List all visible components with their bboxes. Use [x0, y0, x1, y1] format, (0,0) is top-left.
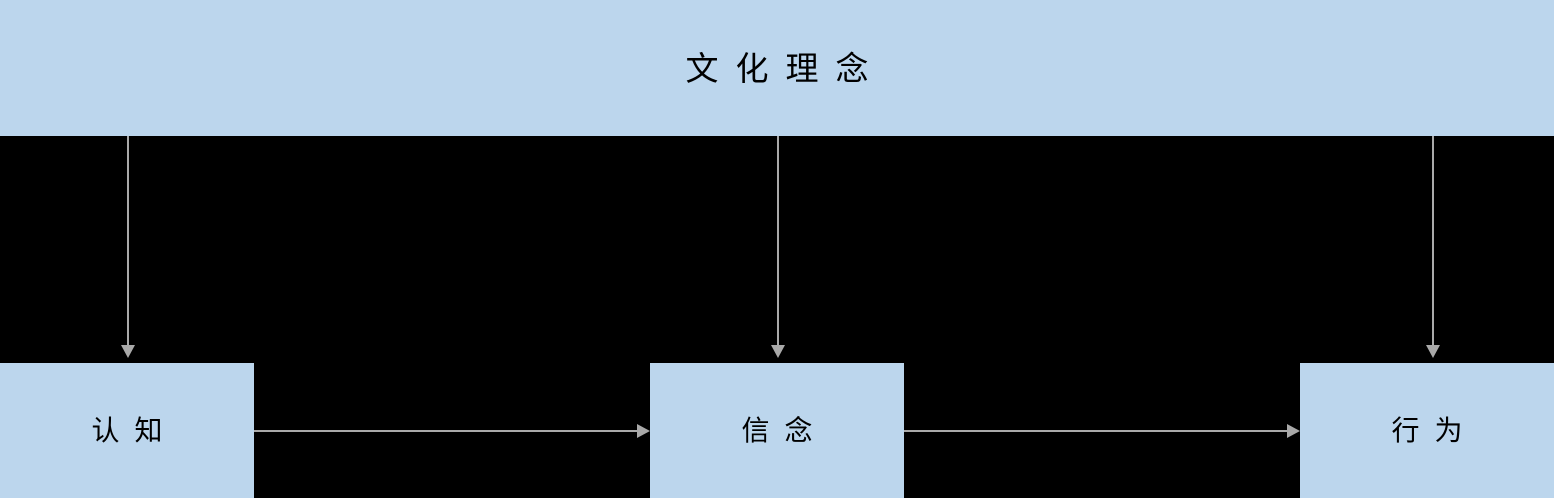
- arrowhead-down-icon: [1426, 345, 1440, 358]
- arrow-belief-to-behavior: [904, 424, 1300, 438]
- node-cognition[interactable]: 认知: [0, 363, 254, 498]
- arrow-shaft: [777, 136, 779, 345]
- node-belief-label: 信念: [741, 413, 828, 447]
- arrow-shaft: [254, 430, 637, 432]
- culture-concept-banner-label: 文化理念: [685, 48, 886, 88]
- arrowhead-right-icon: [1287, 424, 1300, 438]
- arrow-shaft: [904, 430, 1287, 432]
- node-belief[interactable]: 信念: [650, 363, 904, 498]
- arrowhead-down-icon: [121, 345, 135, 358]
- node-behavior[interactable]: 行为: [1300, 363, 1554, 498]
- arrow-banner-to-behavior: [1426, 136, 1440, 358]
- node-behavior-label: 行为: [1391, 413, 1478, 447]
- arrow-cognition-to-belief: [254, 424, 650, 438]
- arrowhead-right-icon: [637, 424, 650, 438]
- arrowhead-down-icon: [771, 345, 785, 358]
- arrow-shaft: [1432, 136, 1434, 345]
- arrow-banner-to-belief: [771, 136, 785, 358]
- arrow-shaft: [127, 136, 129, 345]
- culture-concept-banner[interactable]: 文化理念: [0, 0, 1554, 136]
- node-cognition-label: 认知: [91, 413, 178, 447]
- arrow-banner-to-cognition: [121, 136, 135, 358]
